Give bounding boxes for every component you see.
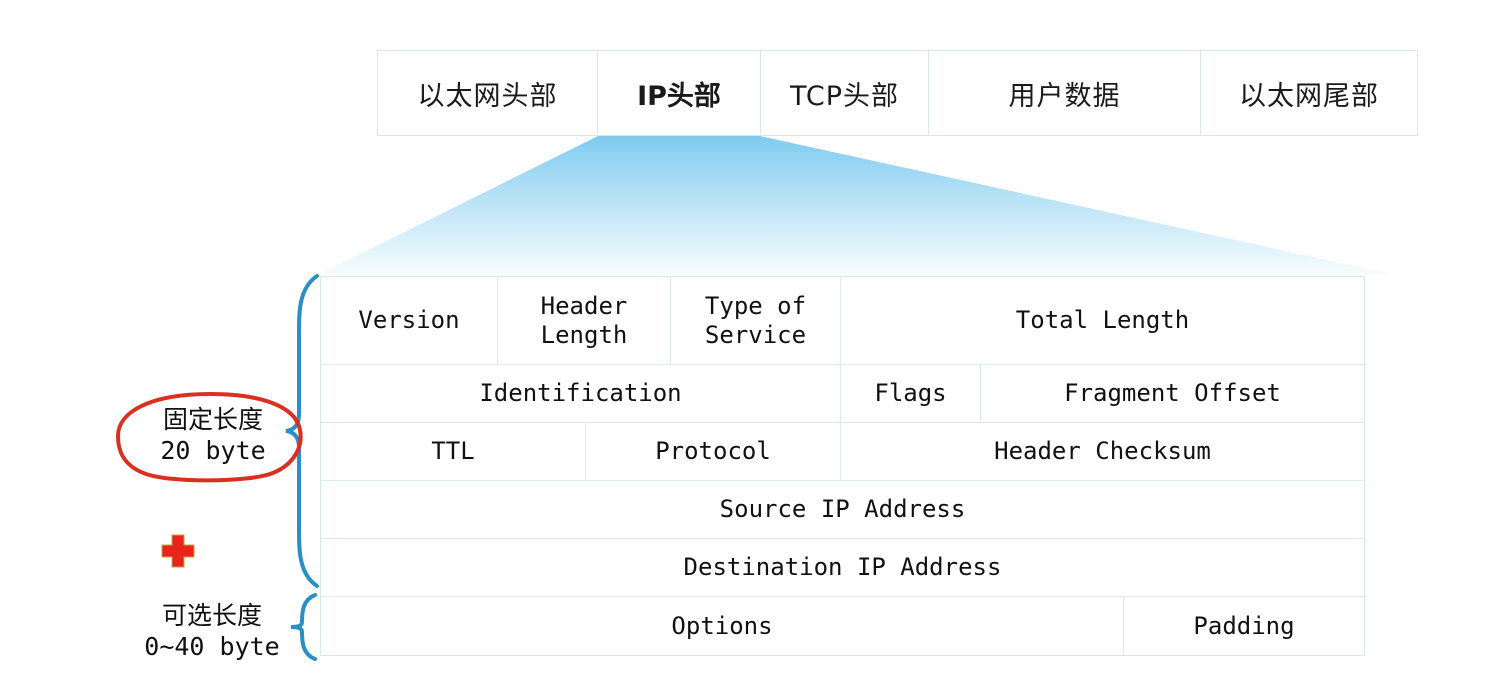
optional-length-label: 可选长度 [161,601,262,630]
ip-header-row: Version Header Length Type of Service To… [321,277,1364,365]
ip-header-row: Destination IP Address [321,539,1364,597]
field-identification: Identification [321,365,841,422]
field-flags: Flags [841,365,981,422]
fixed-length-value: 20 byte [160,436,266,466]
field-version: Version [321,277,498,364]
expansion-funnel-shape [320,136,1390,274]
optional-length-annotation: 可选长度 0~40 byte [132,600,292,663]
frame-cell-tcp-header: TCP头部 [761,51,929,135]
frame-cell-ip-header: IP头部 [598,51,761,135]
plus-icon [161,534,195,568]
frame-cell-ethernet-header: 以太网头部 [378,51,598,135]
frame-cell-user-data: 用户数据 [929,51,1201,135]
optional-length-brace [290,593,317,661]
field-fragment-offset: Fragment Offset [1064,379,1281,408]
fixed-length-brace [285,274,319,588]
field-type-of-service: Type of Service [671,277,841,364]
field-header-length: Header Length [498,277,671,364]
red-highlight-ellipse [116,392,303,483]
encapsulation-frame-bar: 以太网头部 IP头部 TCP头部 用户数据 以太网尾部 [377,50,1418,136]
fixed-length-annotation: 固定长度 20 byte [138,404,288,467]
ip-header-row: Options Padding [321,597,1364,655]
ip-header-row: TTL Protocol Header Checksum [321,423,1364,481]
ip-header-row: Identification Flags Fragment Offset [321,365,1364,423]
field-protocol: Protocol [586,423,841,480]
field-ttl: TTL [321,423,586,480]
field-options: Options [321,597,1124,655]
field-header-checksum: Header Checksum [994,437,1211,466]
ip-header-table: Version Header Length Type of Service To… [320,276,1365,656]
field-source-ip-address: Source IP Address [719,495,966,524]
fixed-length-label: 固定长度 [162,405,263,434]
field-padding: Padding [1193,611,1295,640]
optional-length-value: 0~40 byte [144,632,280,662]
frame-cell-ethernet-trailer: 以太网尾部 [1239,80,1379,112]
field-total-length: Total Length [1015,306,1190,335]
ip-header-row: Source IP Address [321,481,1364,539]
field-destination-ip-address: Destination IP Address [683,553,1002,582]
